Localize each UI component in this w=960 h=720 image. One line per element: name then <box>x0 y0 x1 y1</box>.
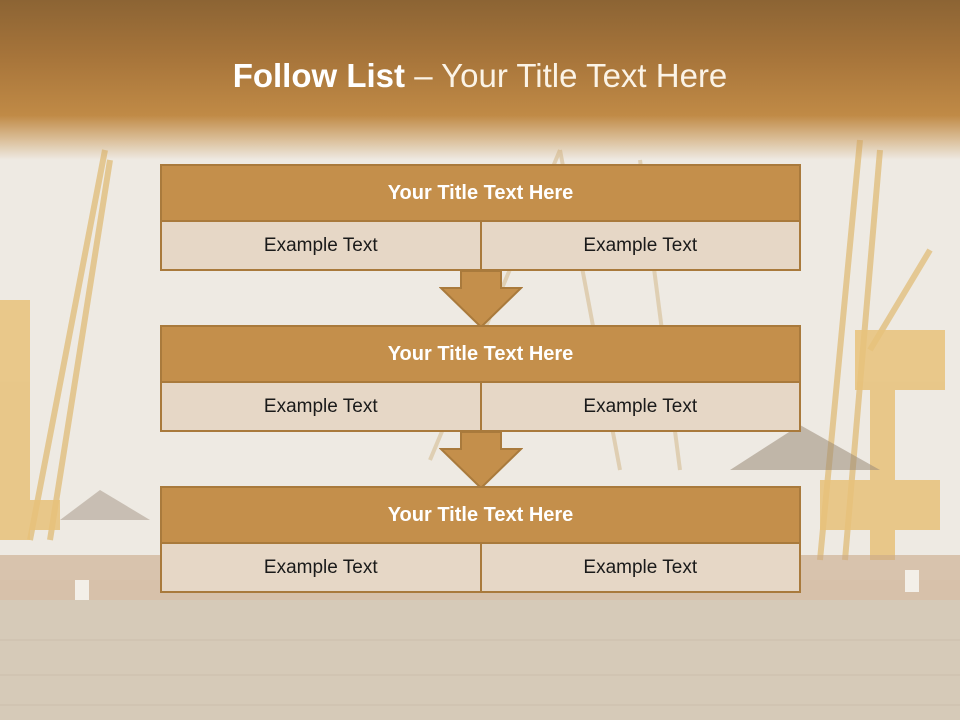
step-block-row: Example Text Example Text <box>160 544 801 593</box>
step-cell-right: Example Text <box>481 222 801 271</box>
step-block-3: Your Title Text Here Example Text Exampl… <box>160 486 801 593</box>
step-block-2: Your Title Text Here Example Text Exampl… <box>160 325 801 432</box>
step-cell-left: Example Text <box>160 222 482 271</box>
header-band <box>0 0 960 160</box>
slide-title-bold: Follow List <box>232 57 406 94</box>
step-block-row: Example Text Example Text <box>160 383 801 432</box>
step-block-title: Your Title Text Here <box>160 164 801 222</box>
down-arrow-icon <box>439 431 523 489</box>
step-cell-right: Example Text <box>481 544 801 593</box>
step-block-title: Your Title Text Here <box>160 486 801 544</box>
down-arrow-icon <box>439 270 523 328</box>
step-block-row: Example Text Example Text <box>160 222 801 271</box>
step-block-title: Your Title Text Here <box>160 325 801 383</box>
step-cell-left: Example Text <box>160 383 482 432</box>
step-cell-right: Example Text <box>481 383 801 432</box>
slide-title-rest: – Your Title Text Here <box>405 57 728 94</box>
step-block-1: Your Title Text Here Example Text Exampl… <box>160 164 801 271</box>
step-cell-left: Example Text <box>160 544 482 593</box>
slide-title: Follow List – Your Title Text Here <box>0 52 960 100</box>
